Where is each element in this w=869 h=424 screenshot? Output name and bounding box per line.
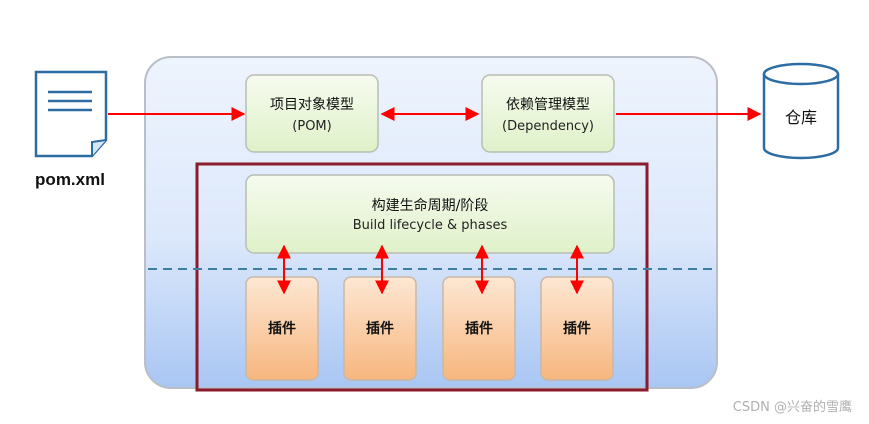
plugin-box-2: 插件 xyxy=(343,276,417,381)
dependency-box: 依赖管理模型 (Dependency) xyxy=(481,74,615,153)
pom-box-subtitle: (POM) xyxy=(292,119,331,134)
plugin-box-1: 插件 xyxy=(245,276,319,381)
pom-box: 项目对象模型 (POM) xyxy=(245,74,379,153)
dependency-box-title: 依赖管理模型 xyxy=(506,97,590,113)
plugin-label-4: 插件 xyxy=(563,320,591,337)
pom-box-title: 项目对象模型 xyxy=(270,97,354,113)
lifecycle-box: 构建生命周期/阶段 Build lifecycle & phases xyxy=(245,174,615,254)
plugin-label-3: 插件 xyxy=(465,320,493,337)
repository-label: 仓库 xyxy=(785,108,817,127)
dependency-box-subtitle: (Dependency) xyxy=(502,119,594,134)
plugin-box-4: 插件 xyxy=(540,276,614,381)
watermark: CSDN @兴奋的雪鹰 xyxy=(733,399,852,415)
file-label: pom.xml xyxy=(35,170,105,189)
file-icon xyxy=(34,70,108,158)
lifecycle-box-title: 构建生命周期/阶段 xyxy=(372,197,489,214)
repository-icon xyxy=(762,62,840,160)
plugin-label-2: 插件 xyxy=(366,320,394,337)
plugin-box-3: 插件 xyxy=(442,276,516,381)
lifecycle-box-subtitle: Build lifecycle & phases xyxy=(353,218,508,233)
plugin-label-1: 插件 xyxy=(268,320,296,337)
lifecycle-frame xyxy=(195,162,649,392)
